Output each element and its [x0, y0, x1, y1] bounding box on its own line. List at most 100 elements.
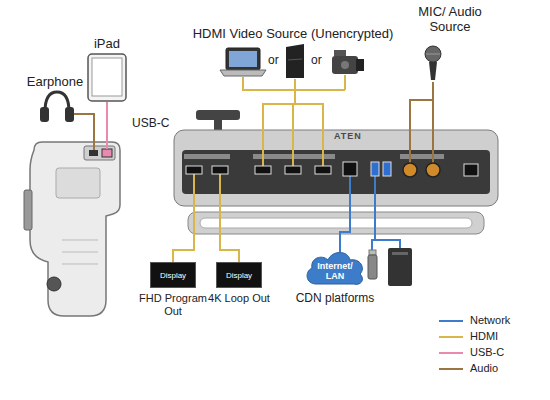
cloud-shape: Internet/ LAN: [302, 248, 368, 288]
device-side-view: [30, 142, 120, 316]
hdmi-wire: [262, 122, 264, 166]
legend-sample: [438, 364, 464, 374]
headphone-cup: [40, 107, 49, 122]
hdmi-wire: [193, 174, 195, 208]
connector-label: USB-C: [132, 116, 169, 130]
cable-connector: [263, 82, 323, 122]
hard-disk: [388, 248, 412, 286]
legend-text: Network: [470, 314, 510, 327]
screen-text: Display: [160, 271, 186, 280]
audio-port: [403, 163, 417, 177]
camcorder-viewfinder: [334, 50, 346, 56]
cloud-caption: CDN platforms: [286, 291, 384, 305]
node-heading: HDMI Video Source (Unencrypted): [184, 26, 402, 41]
mic-handle: [429, 62, 437, 80]
audio-jack: [89, 150, 98, 156]
audio-wire: [409, 122, 411, 163]
hdmi-wire: [219, 174, 221, 208]
node-heading: Earphone: [20, 74, 90, 89]
display-node: Display 4K Loop Out: [205, 262, 273, 320]
display-screen: Display: [150, 262, 196, 288]
audio-wire: [74, 114, 94, 150]
legend-line: [439, 320, 463, 322]
hdmi-wire: [344, 75, 346, 90]
legend-sample: [438, 316, 464, 326]
brand-name: ATEN: [334, 131, 362, 141]
side-knob: [47, 277, 61, 291]
side-panel: [56, 168, 100, 198]
hdmi-source-group: HDMI Video Source (Unencrypted) or or: [184, 26, 402, 82]
legend-line: [439, 352, 463, 354]
audio-port: [426, 163, 440, 177]
port-label-strip: [184, 154, 230, 159]
device-handle-bar: [188, 212, 484, 234]
display-node: DisplayFHD Program Out: [139, 262, 207, 320]
usb-c-port: [102, 149, 112, 157]
cable-connector: [340, 208, 350, 252]
legend-row: HDMI: [438, 330, 498, 343]
cloud-path: [307, 253, 362, 285]
hdmi-port: [212, 166, 228, 174]
hdmi-wire: [292, 122, 294, 166]
port-label-strip: [400, 154, 444, 159]
usb-c-wire: [106, 102, 108, 149]
console-stripe: [288, 59, 302, 60]
connector-word: or: [311, 53, 322, 67]
camcorder-body: [332, 56, 358, 74]
grip-groove: [62, 252, 98, 253]
legend-line: [439, 336, 463, 338]
storage-wire: [374, 208, 376, 240]
cable-connector: [173, 208, 194, 262]
handle-cutout: [200, 218, 472, 228]
ipad-body: [88, 54, 126, 101]
legend-text: Audio: [470, 362, 498, 375]
legend-sample: [438, 332, 464, 342]
grip-groove: [62, 240, 98, 241]
hdmi-port: [255, 166, 271, 174]
legend-row: USB-C: [438, 346, 504, 359]
hard-disk-detail: [392, 252, 408, 255]
display-screen: Display: [216, 262, 262, 288]
usb-port: [371, 162, 379, 176]
ipad-screen: [92, 58, 122, 96]
legend-row: Network: [438, 314, 510, 327]
connector-word: or: [268, 53, 279, 67]
rear-panel: [182, 150, 490, 194]
cable-connector: [220, 208, 239, 262]
device-body: [174, 130, 498, 206]
hdmi-port: [186, 166, 202, 174]
network-wire: [349, 176, 351, 208]
audio-source-node: MIC/ Audio Source: [402, 4, 498, 82]
hdmi-port: [315, 166, 331, 174]
power-port: [464, 164, 478, 176]
cloud-text: Internet/ LAN: [315, 255, 355, 281]
headphone-cup: [65, 107, 74, 122]
network-cloud: Internet/ LAN CDN platforms: [286, 248, 384, 308]
side-port-panel: [84, 146, 115, 160]
t-bar-stem: [214, 118, 222, 130]
laptop-display: [229, 51, 257, 67]
usb-stick-cap: [369, 250, 376, 255]
side-slider: [24, 190, 32, 230]
streaming-device: ATEN: [172, 122, 500, 208]
node-heading: iPad: [80, 36, 134, 51]
screen-text: Display: [226, 271, 252, 280]
cable-connector: [410, 82, 433, 122]
ethernet-port: [343, 162, 357, 176]
ipad-icon-node: iPad: [80, 36, 134, 102]
usb-stick: [368, 255, 377, 279]
camcorder-detail: [341, 61, 349, 69]
laptop-base: [220, 70, 266, 76]
mic-grille: [426, 54, 440, 55]
mic-head: [425, 46, 441, 62]
legend-sample: [438, 348, 464, 358]
output-label: FHD Program Out: [139, 292, 207, 318]
output-label: 4K Loop Out: [205, 292, 273, 305]
earphone-icon-node: Earphone: [20, 74, 90, 124]
legend-line: [439, 368, 463, 370]
storage-wire: [374, 176, 376, 208]
grip-groove: [62, 264, 98, 265]
legend-text: USB-C: [470, 346, 504, 359]
game-console: [286, 44, 304, 78]
laptop-screen: [226, 48, 260, 70]
